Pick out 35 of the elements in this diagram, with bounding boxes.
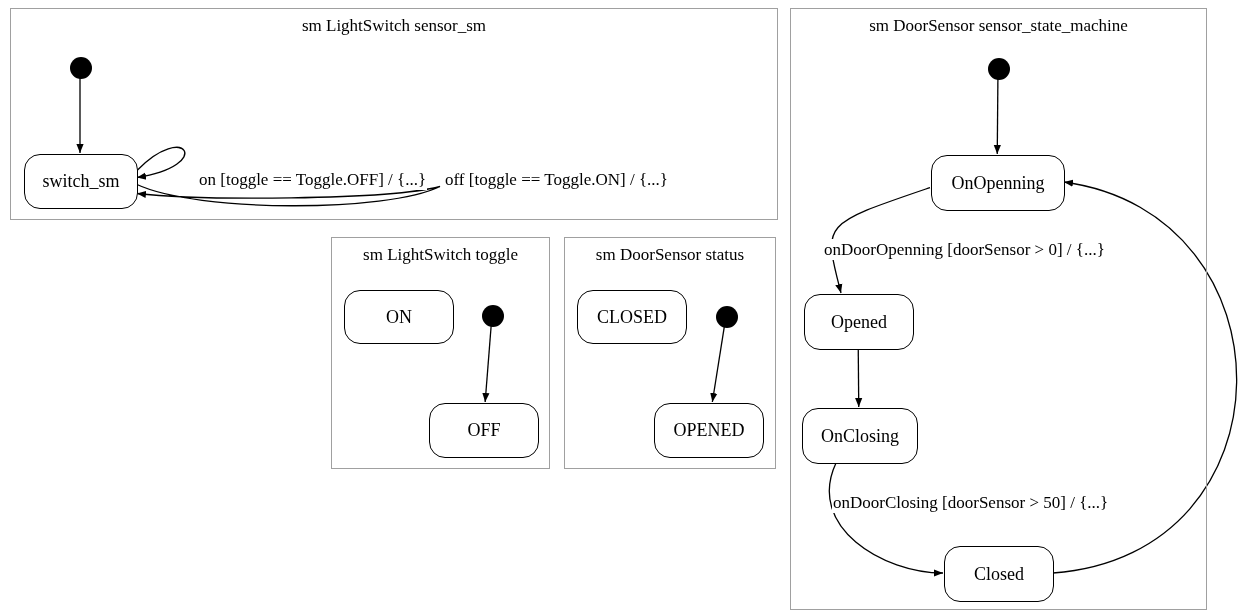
transition-label: onDoorOpenning [doorSensor > 0] / {...} — [823, 239, 1106, 261]
state-name: switch_sm — [42, 170, 120, 193]
state-name: ON — [386, 305, 412, 329]
state-box — [577, 290, 687, 344]
frame-title: sm LightSwitch sensor_sm — [300, 15, 488, 37]
state-box — [429, 403, 539, 458]
state-box — [344, 290, 454, 344]
transition-arrow — [831, 186, 931, 294]
state-machine-frame — [331, 237, 550, 469]
state-box — [24, 154, 138, 209]
frame-title: sm LightSwitch toggle — [362, 244, 519, 266]
state-box — [931, 155, 1065, 211]
state-name: OPENED — [673, 419, 745, 442]
state-name: Closed — [974, 562, 1024, 586]
state-name: OnClosing — [821, 424, 899, 448]
transition-arrow — [136, 183, 441, 207]
state-name: OFF — [467, 419, 501, 442]
frame-title: sm DoorSensor status — [594, 244, 746, 266]
state-box — [802, 408, 918, 464]
state-name: Opened — [831, 310, 887, 334]
transition-arrow — [855, 348, 863, 408]
state-name: OnOpenning — [951, 171, 1045, 195]
state-box — [804, 294, 914, 350]
transition-arrow — [136, 146, 186, 180]
state-name: CLOSED — [597, 305, 667, 329]
state-machine-frame — [564, 237, 776, 469]
transition-arrow — [482, 325, 492, 403]
state-box — [654, 403, 764, 458]
transition-arrow — [76, 77, 84, 154]
transition-arrow — [710, 326, 725, 403]
transition-arrow — [828, 462, 944, 577]
transition-arrow — [1052, 180, 1238, 574]
frame-title: sm DoorSensor sensor_state_machine — [868, 15, 1129, 37]
transition-arrow — [993, 78, 1001, 155]
state-box — [944, 546, 1054, 602]
